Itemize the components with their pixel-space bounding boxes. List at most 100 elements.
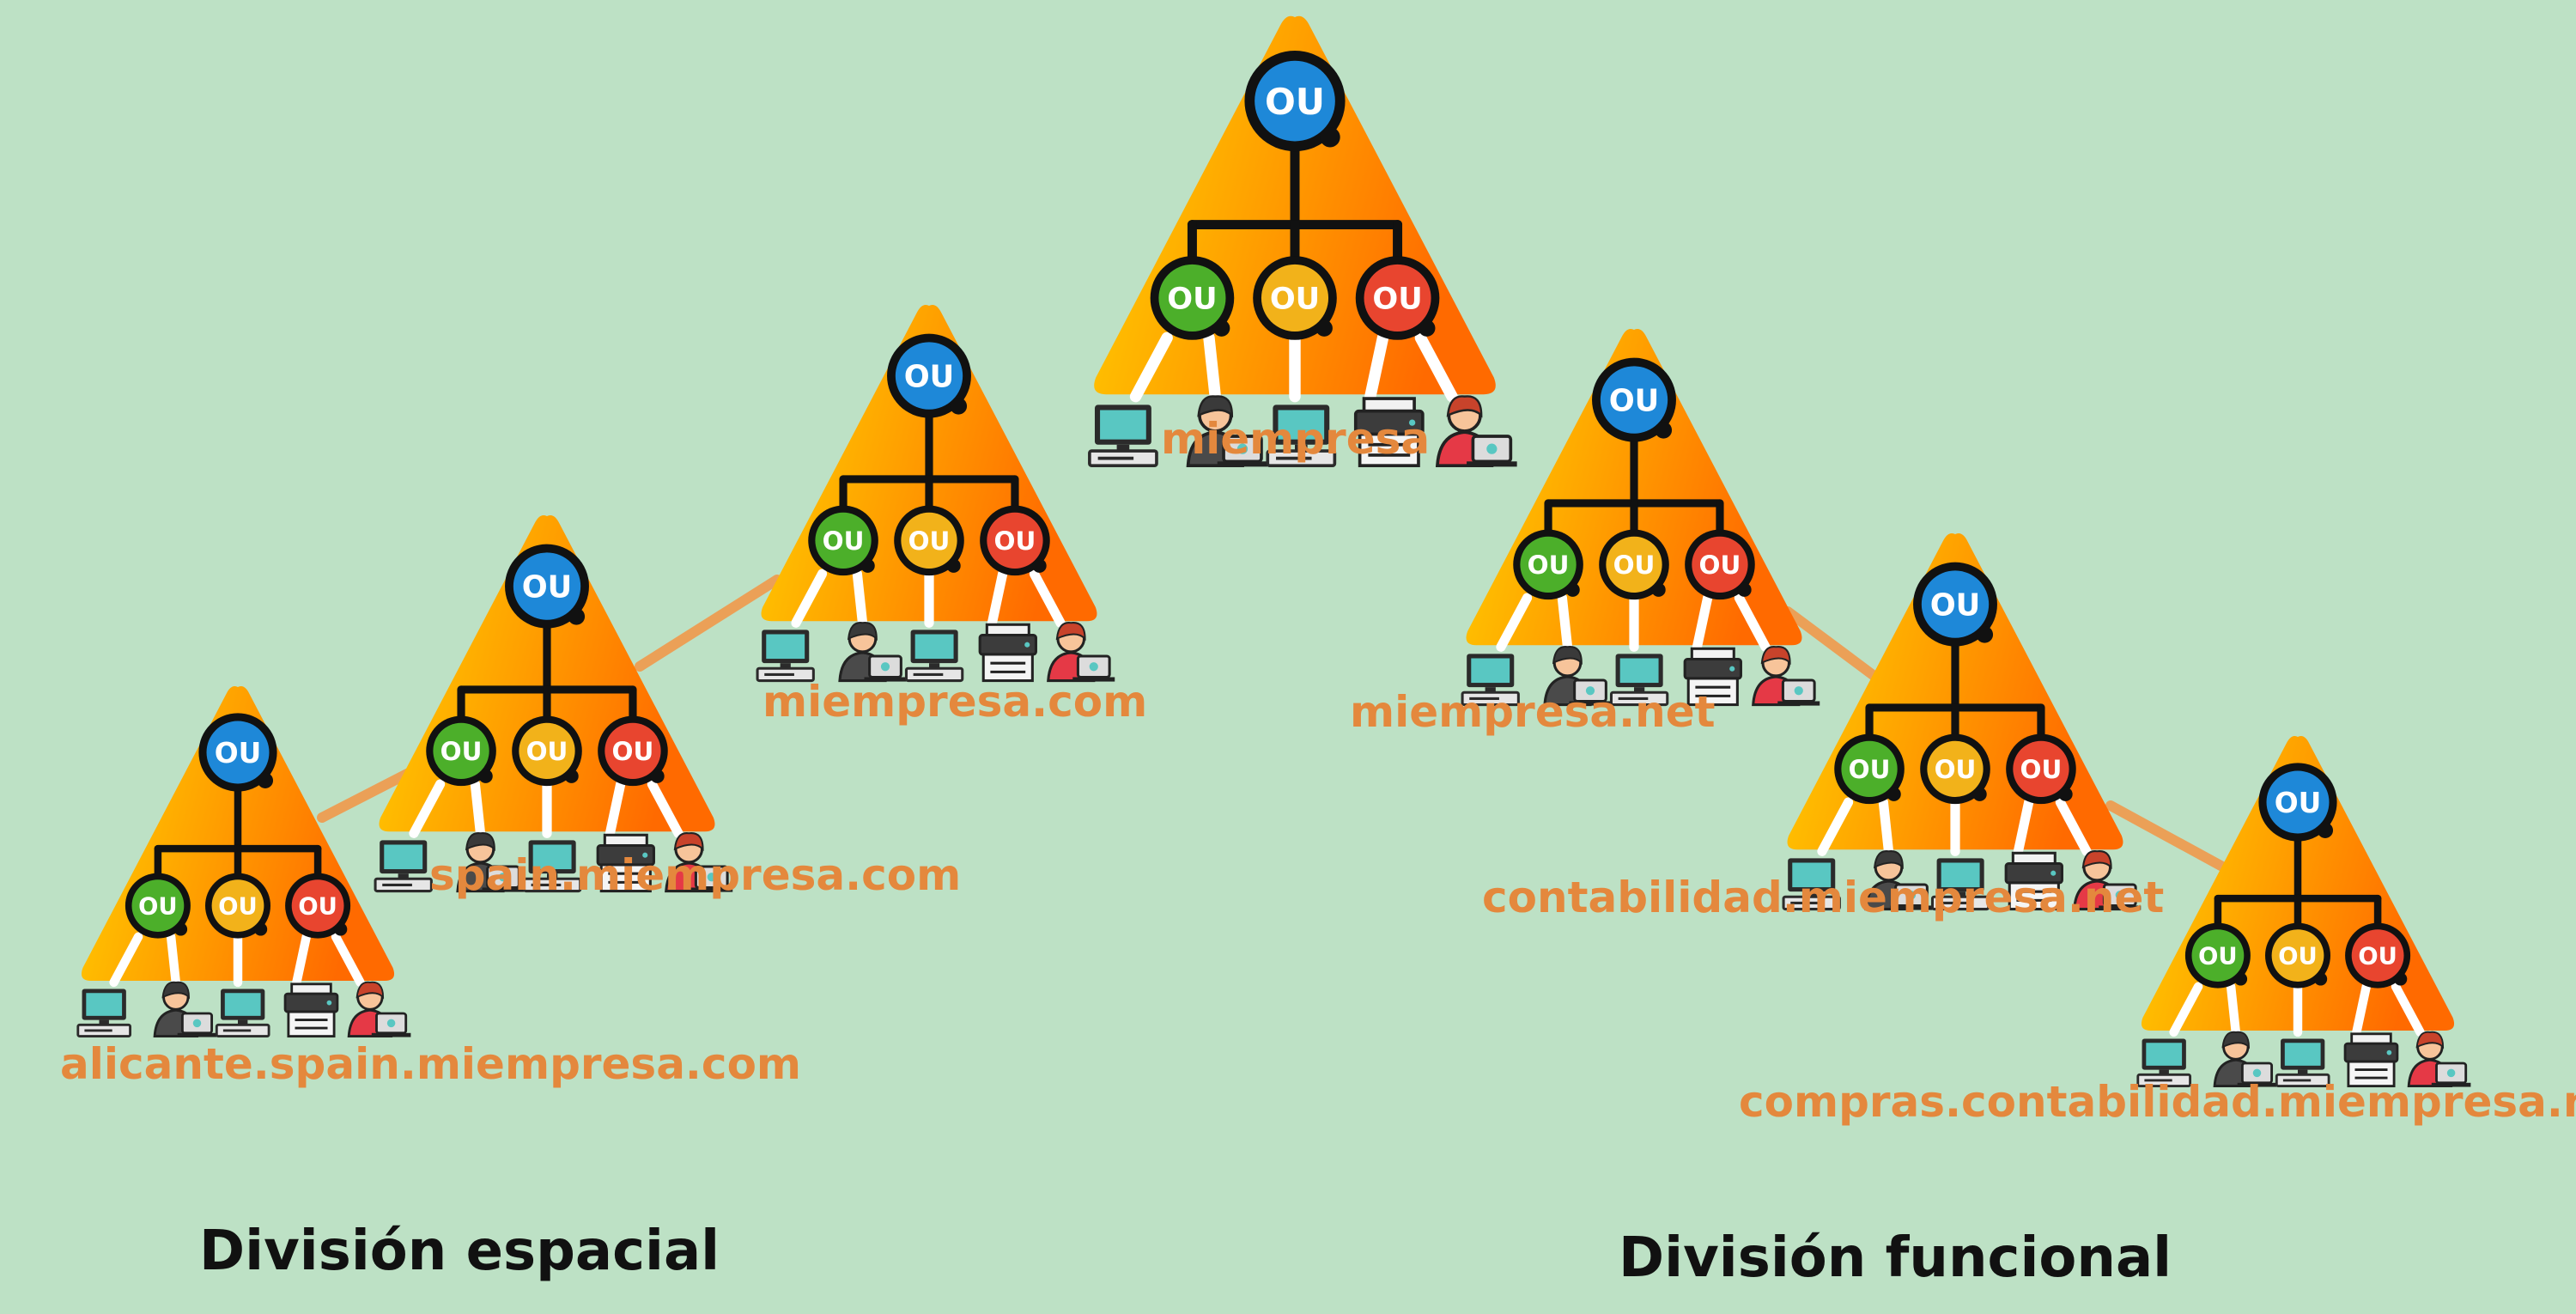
svg-text:OU: OU [1528,551,1570,580]
ou-root-icon: OU [2258,763,2337,842]
domain-label-miempresa-net: miempresa.net [1350,687,1716,737]
ou-root-icon: OU [198,713,277,792]
user-laptop-icon [153,981,217,1038]
svg-text:OU: OU [1935,755,1977,784]
ou-green-icon: OU [1834,733,1905,805]
svg-text:OU: OU [2020,755,2063,784]
ou-yellow-icon: OU [1253,256,1337,340]
ou-root-icon: OU [1592,357,1676,442]
ou-leaf-lines [2169,982,2425,1037]
domain-tree-miempresa-net: OU OU OU OU [1461,328,1820,707]
ou-yellow-icon: OU [2265,922,2330,989]
user-laptop-icon [1543,646,1612,707]
ou-leaf-lines [1496,593,1771,652]
svg-text:OU: OU [1372,282,1422,317]
ou-leaf-lines [1817,797,2092,856]
ou-leaf-lines [109,932,365,988]
computer-icon [756,630,815,683]
computer-icon [374,840,433,893]
section-title-spatial: División espacial [199,1220,720,1283]
printer-icon [1683,647,1742,707]
female-user-laptop-icon [347,981,411,1038]
svg-text:OU: OU [908,526,951,556]
svg-text:OU: OU [1167,282,1217,317]
domain-tree-spain: OU OU OU OU [374,514,733,893]
computer-icon [1782,858,1841,911]
ou-red-icon: OU [980,505,1050,576]
svg-text:OU: OU [215,737,262,770]
ou-hierarchy-lines [2214,830,2382,933]
ou-red-icon: OU [2006,733,2076,805]
printer-icon [2004,851,2063,911]
ou-red-icon: OU [598,715,668,787]
svg-text:OU: OU [1270,282,1320,317]
printer-icon [1353,397,1425,467]
computer-icon [904,630,964,683]
domain-label-miempresa: miempresa [1161,414,1431,464]
ou-leaf-lines [791,569,1066,628]
printer-icon [978,623,1037,683]
computer-icon [1609,654,1669,707]
ou-leaf-lines [1129,332,1458,403]
ou-yellow-icon: OU [894,505,964,576]
female-user-laptop-icon [2073,850,2142,911]
computer-icon [1088,405,1158,467]
ou-root-icon: OU [1913,562,1997,647]
domain-label-contabilidad: contabilidad.miempresa.net [1482,873,2165,922]
svg-text:OU: OU [1265,81,1325,123]
ou-root-icon: OU [887,333,971,418]
ou-yellow-icon: OU [1599,529,1669,600]
computer-icon [522,840,582,893]
female-user-laptop-icon [665,832,733,893]
domain-link-line [1783,606,1894,692]
domain-tree-miempresa: OU OU OU OU [1088,15,1517,467]
ou-red-icon: OU [2345,922,2411,989]
printer-icon [283,982,339,1038]
ou-green-icon: OU [426,715,496,787]
computer-icon [2275,1038,2330,1088]
female-user-laptop-icon [1435,395,1517,467]
ou-yellow-icon: OU [512,715,582,787]
user-laptop-icon [1186,395,1268,467]
domain-tree-miempresa-com: OU OU OU OU [756,304,1115,683]
svg-text:OU: OU [298,893,337,920]
ou-leaf-lines [409,779,683,838]
ou-yellow-icon: OU [205,873,270,939]
female-user-laptop-icon [2407,1031,2471,1088]
domain-label-spain: spain.miempresa.com [429,850,962,900]
svg-text:OU: OU [612,737,654,766]
svg-text:OU: OU [2198,943,2237,970]
female-user-laptop-icon [1047,622,1115,683]
domain-link-line [2105,800,2229,873]
domain-tree-compras: OU OU OU OU [2136,736,2471,1088]
printer-icon [596,833,655,893]
user-laptop-icon [456,832,525,893]
svg-text:OU: OU [2275,787,2322,819]
svg-text:OU: OU [1849,755,1891,784]
svg-text:OU: OU [440,737,483,766]
ou-root-icon: OU [505,544,589,629]
domain-label-alicante: alicante.spain.miempresa.com [60,1039,802,1089]
computer-icon [2136,1038,2192,1088]
ou-green-icon: OU [808,505,878,576]
svg-text:OU: OU [1930,587,1981,623]
user-laptop-icon [2213,1031,2277,1088]
user-laptop-icon [1864,850,1933,911]
ou-green-icon: OU [1150,256,1235,340]
computer-icon [215,989,270,1038]
domain-label-compras: compras.contabilidad.miempresa.net [1739,1077,2576,1127]
female-user-laptop-icon [1752,646,1820,707]
svg-text:OU: OU [2278,943,2317,970]
section-title-functional: División funcional [1619,1226,2172,1290]
svg-text:OU: OU [1699,551,1741,580]
ou-yellow-icon: OU [1920,733,1990,805]
svg-text:OU: OU [823,526,865,556]
svg-text:OU: OU [526,737,568,766]
svg-text:OU: OU [994,526,1036,556]
ou-red-icon: OU [285,873,351,939]
ou-red-icon: OU [1685,529,1755,600]
svg-text:OU: OU [218,893,257,920]
computer-icon [1266,405,1337,467]
svg-text:OU: OU [1609,383,1660,418]
